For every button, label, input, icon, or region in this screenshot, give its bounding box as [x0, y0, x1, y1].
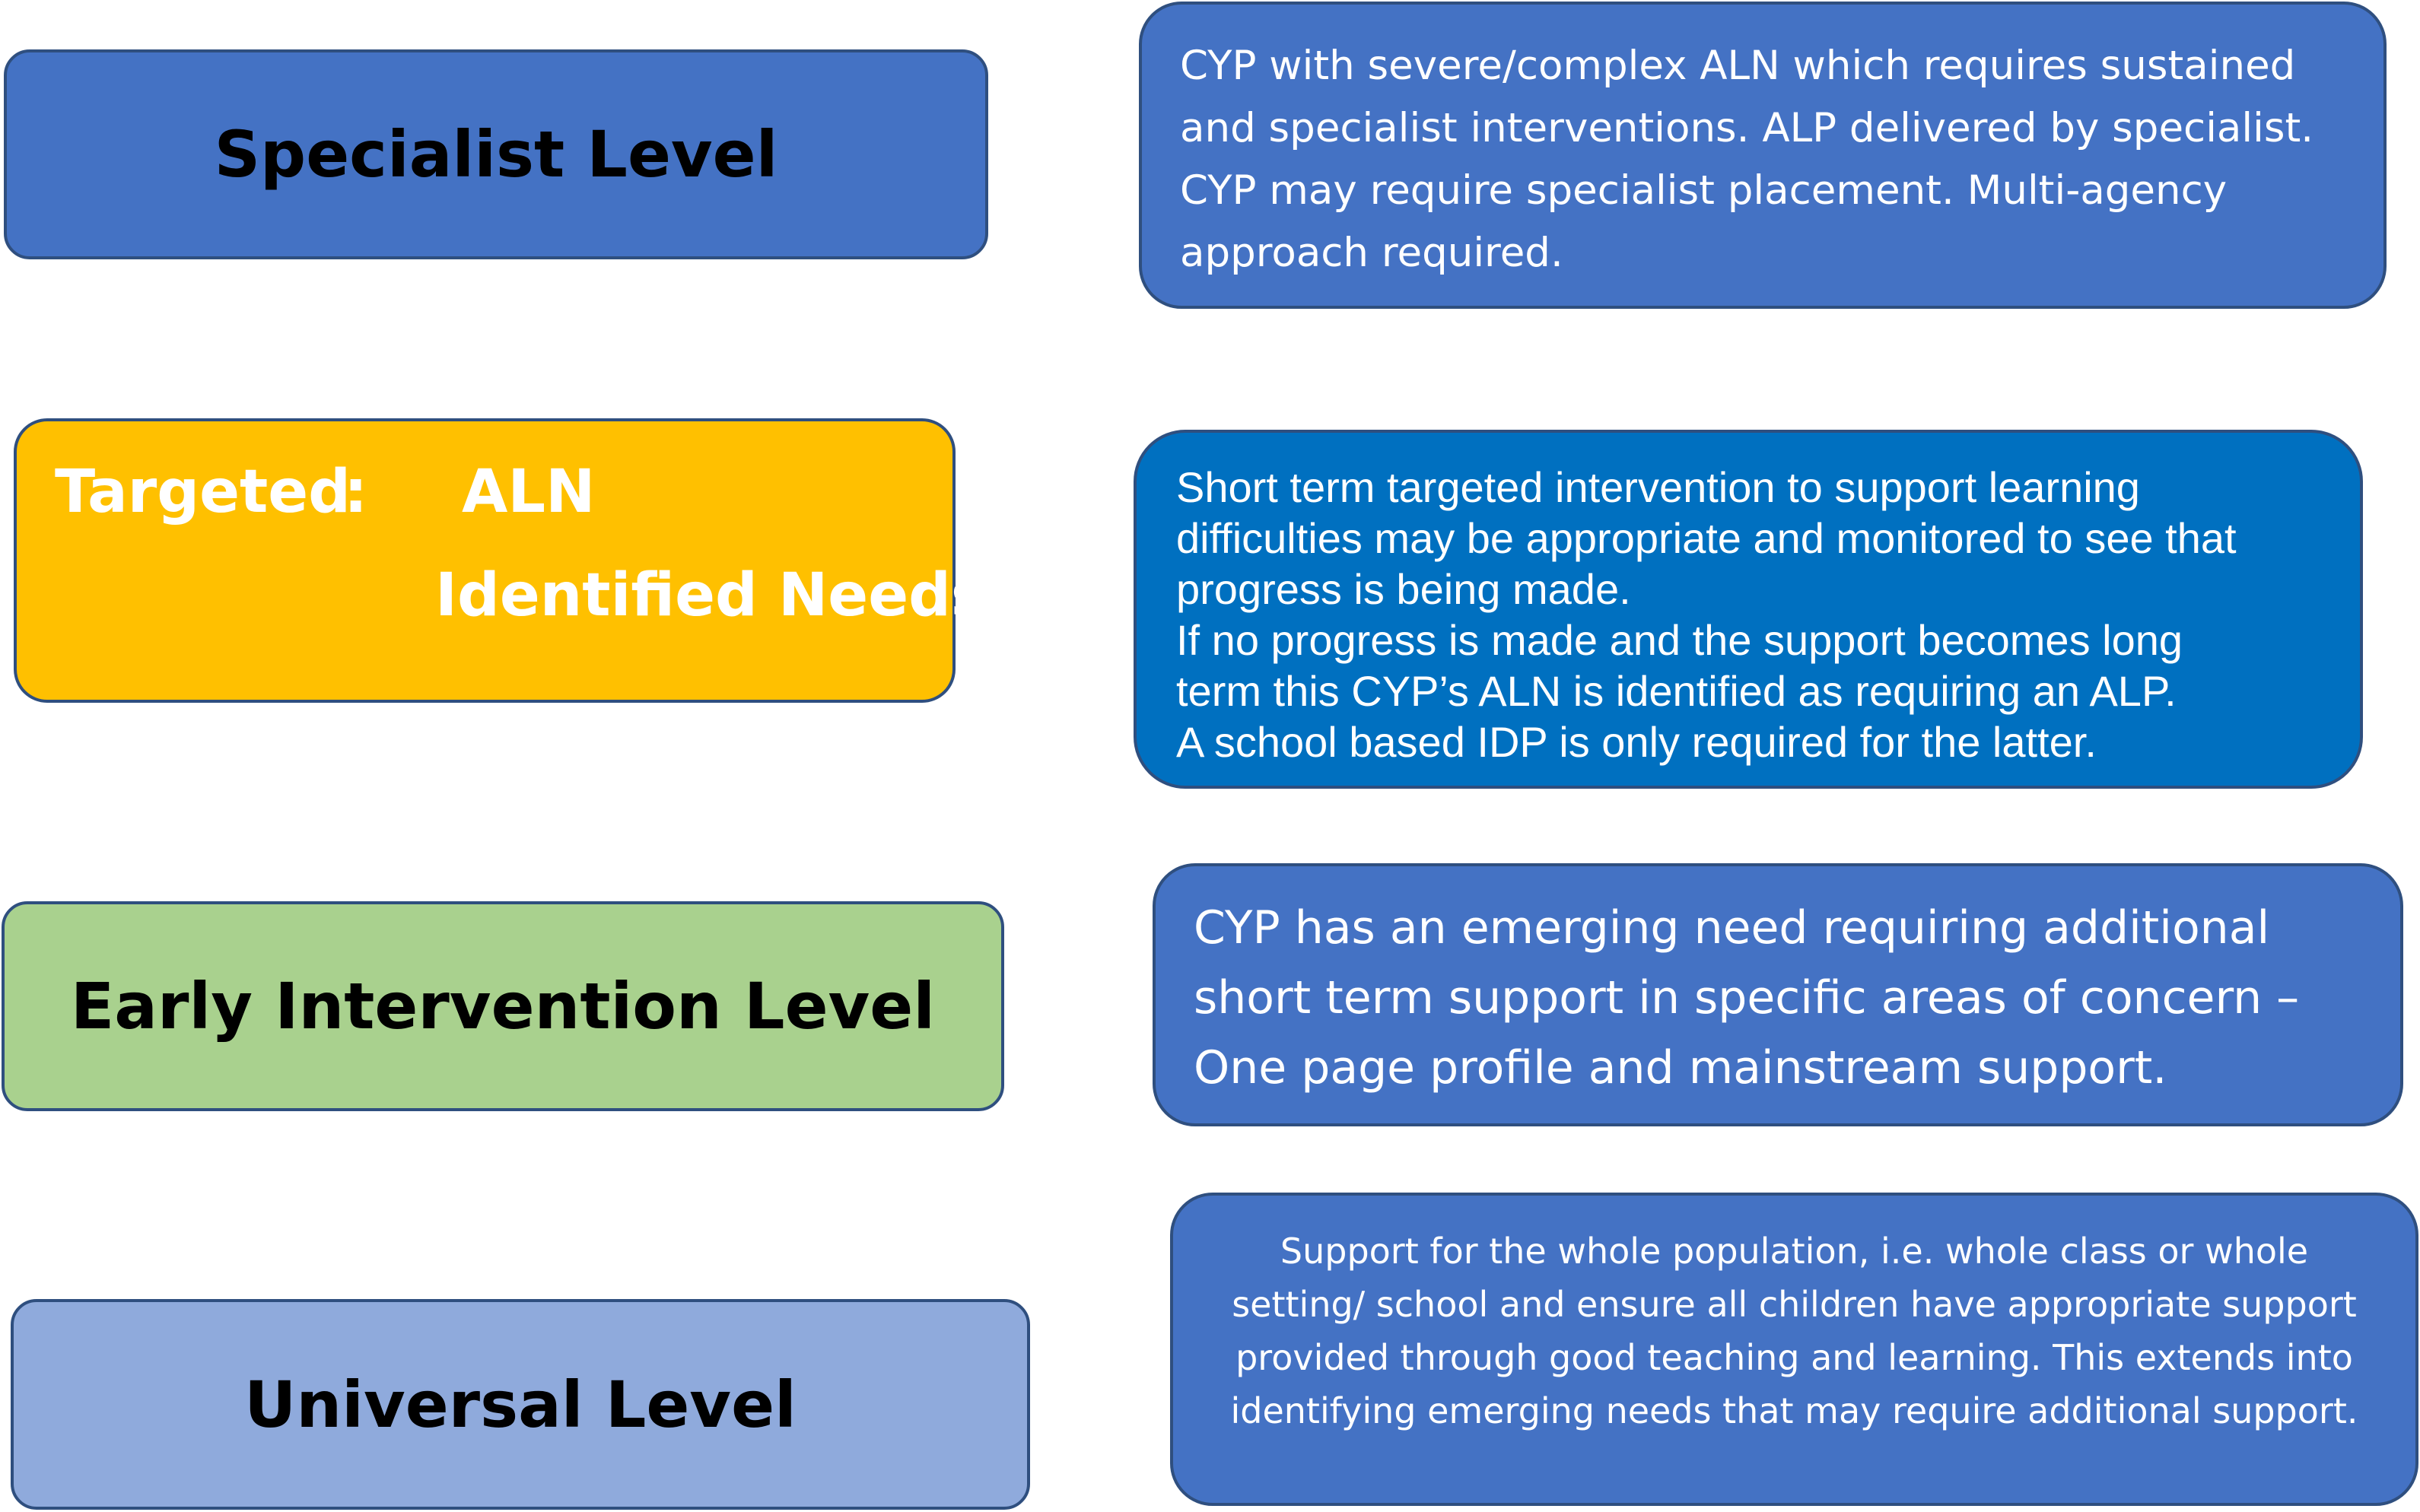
description-line: If no progress is made and the support b… — [1176, 616, 2183, 664]
description-line: setting/ school and ensure all children … — [1232, 1284, 2357, 1325]
targeted-level-box: Targeted : ALN Identified Needs — [14, 418, 986, 703]
description-line: short term support in specific areas of … — [1194, 971, 2300, 1024]
specialist-description-text: CYP with severe/complex ALN which requir… — [1180, 35, 2313, 284]
description-line: Short term targeted intervention to supp… — [1176, 463, 2140, 511]
description-line: Support for the whole population, i.e. w… — [1280, 1231, 2309, 1272]
description-line: difficulties may be appropriate and moni… — [1176, 514, 2237, 562]
description-line: CYP has an emerging need requiring addit… — [1194, 901, 2270, 955]
description-line: identifying emerging needs that may requ… — [1230, 1390, 2358, 1431]
specialist-level-box: Specialist Level — [4, 49, 988, 259]
universal-description-box: Support for the whole population, i.e. w… — [1170, 1193, 2418, 1506]
description-line: One page profile and mainstream support. — [1194, 1041, 2167, 1094]
universal-level-title: Universal Level — [244, 1367, 797, 1442]
specialist-level-title: Specialist Level — [214, 117, 778, 192]
description-line: approach required. — [1180, 230, 1563, 276]
universal-level-box: Universal Level — [11, 1299, 1030, 1510]
description-line: A school based IDP is only required for … — [1176, 718, 2097, 766]
targeted-colon: : — [344, 458, 368, 526]
description-line: CYP may require specialist placement. Mu… — [1180, 167, 2228, 214]
specialist-description-box: CYP with severe/complex ALN which requir… — [1139, 2, 2387, 309]
targeted-description-box: Short term targeted intervention to supp… — [1134, 430, 2363, 789]
early-intervention-level-title: Early Intervention Level — [70, 969, 936, 1043]
targeted-aln-label: ALN — [462, 458, 596, 526]
early-intervention-description-text: CYP has an emerging need requiring addit… — [1194, 893, 2299, 1103]
early-intervention-level-box: Early Intervention Level — [2, 901, 1004, 1111]
description-line: progress is being made. — [1176, 565, 1631, 613]
description-line: term this CYP’s ALN is identified as req… — [1176, 667, 2177, 715]
description-line: provided through good teaching and learn… — [1235, 1337, 2353, 1378]
description-line: and specialist interventions. ALP delive… — [1180, 105, 2314, 151]
targeted-identified-needs-label: Identified Needs — [435, 561, 987, 630]
universal-description-text: Support for the whole population, i.e. w… — [1173, 1225, 2415, 1437]
description-line: CYP with severe/complex ALN which requir… — [1180, 43, 2296, 89]
early-intervention-description-box: CYP has an emerging need requiring addit… — [1153, 863, 2403, 1126]
targeted-label: Targeted — [55, 458, 351, 526]
targeted-description-text: Short term targeted intervention to supp… — [1176, 462, 2237, 767]
